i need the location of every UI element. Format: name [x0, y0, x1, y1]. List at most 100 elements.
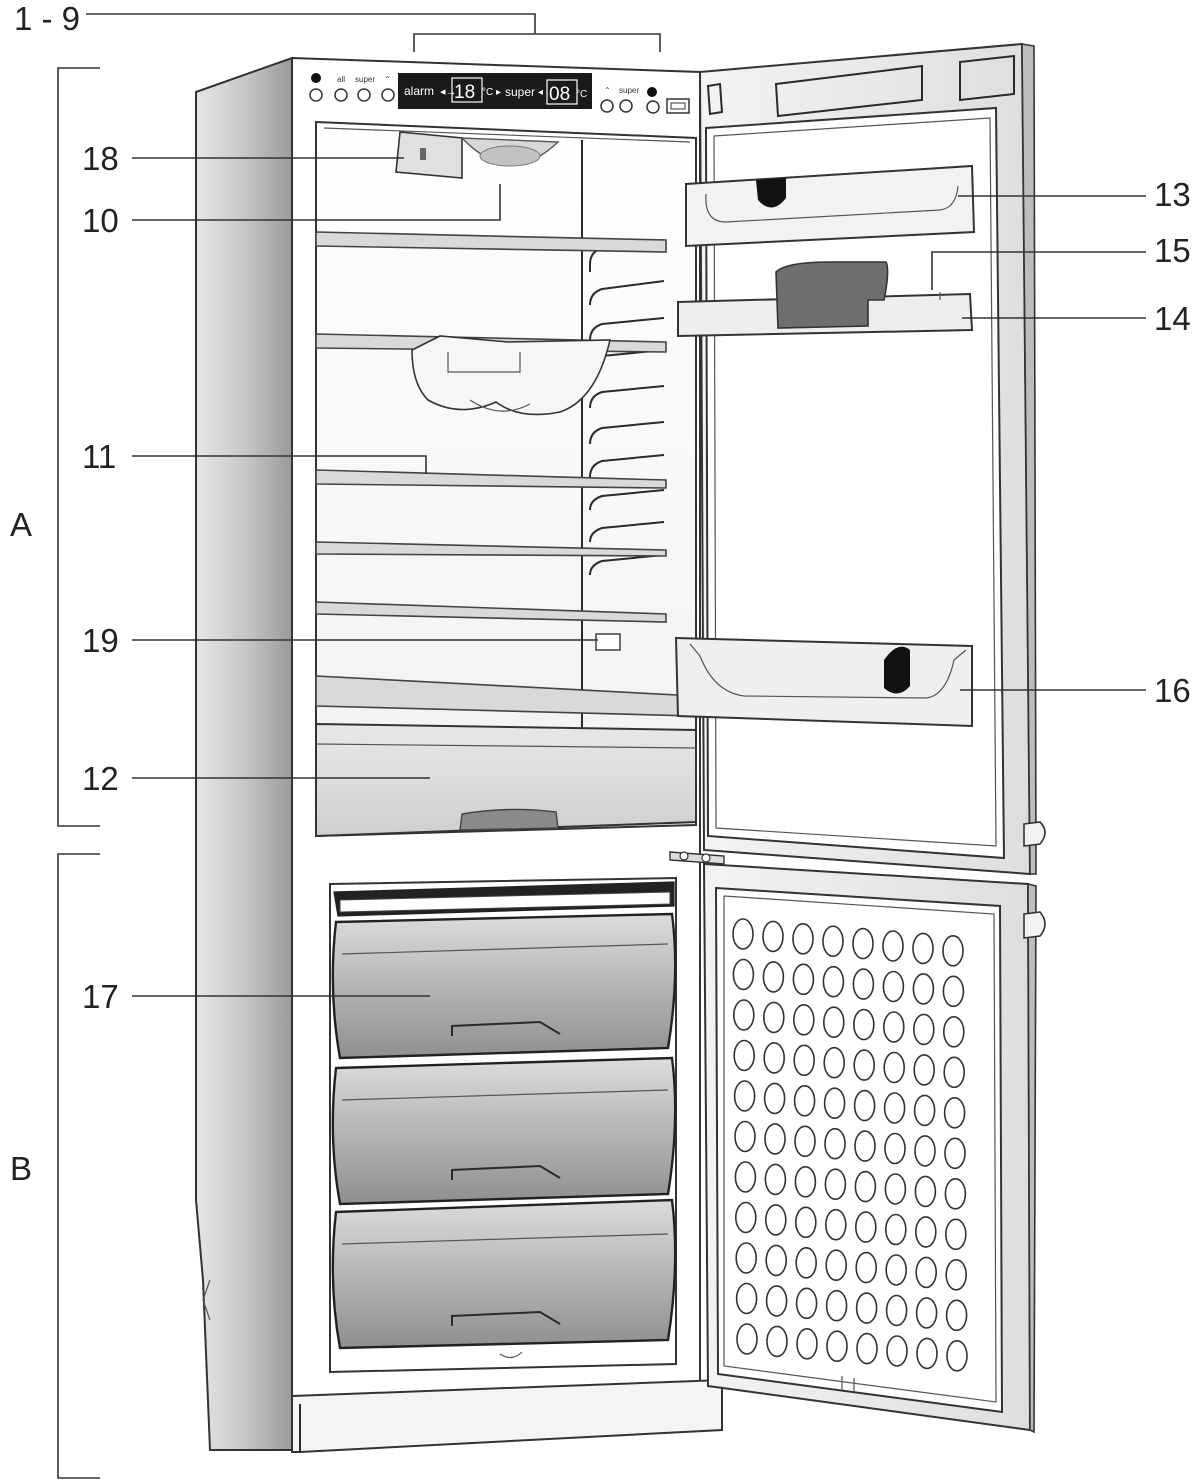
light-housing: [395, 131, 463, 179]
door-dimple: [914, 1175, 937, 1208]
callout-14: 14: [1154, 300, 1191, 337]
alarm-indicator: [666, 98, 690, 114]
glass-shelf-4: [315, 541, 667, 557]
door-dimple: [912, 1013, 935, 1046]
display-super-label: super: [505, 85, 535, 99]
callout-11: 11: [82, 438, 116, 475]
display-arrow-3: ◂: [538, 87, 543, 98]
callout-13: 13: [1154, 176, 1191, 213]
door-dimple: [853, 1049, 876, 1081]
door-dimple: [884, 1132, 906, 1165]
freezer-power-button[interactable]: [647, 87, 657, 97]
callout-10: 10: [82, 202, 119, 239]
glass-shelf-5: [315, 601, 667, 623]
callout-18: 18: [82, 140, 119, 177]
door-dimple: [795, 1247, 818, 1279]
door-dimple: [792, 922, 814, 955]
freezer-door-dimples: [732, 918, 968, 1372]
freezer-drawer-3[interactable]: [331, 1198, 677, 1350]
callout-17: 17: [82, 978, 119, 1015]
crisper-handle[interactable]: [459, 808, 559, 831]
door-dimple: [914, 1135, 936, 1167]
temperature-display: [398, 73, 592, 109]
freezer-door: [702, 862, 1046, 1434]
label-super-left: super: [355, 75, 375, 84]
door-dimple: [734, 1161, 757, 1193]
door-dimple: [824, 1168, 847, 1200]
door-dimple: [762, 920, 784, 953]
callout-1-9: 1 - 9: [14, 0, 80, 37]
light-switch[interactable]: [420, 148, 426, 160]
control-button-1[interactable]: [309, 88, 323, 102]
door-dimple: [794, 1166, 817, 1198]
door-dimple: [732, 918, 754, 950]
door-dimple: [765, 1285, 788, 1317]
callout-19: 19: [82, 622, 119, 659]
door-dimple: [732, 958, 755, 991]
cabinet-plinth: [291, 1378, 723, 1453]
door-dimple: [914, 1216, 937, 1248]
door-dimple: [764, 1123, 786, 1155]
fridge-door-knob[interactable]: [1023, 821, 1046, 847]
door-dimple: [822, 1006, 845, 1039]
freezer-compartment: [329, 876, 677, 1374]
door-dimple: [762, 1001, 785, 1034]
door-dimple: [855, 1251, 878, 1284]
door-dimple: [945, 1259, 968, 1291]
freezer-temperature: 08: [549, 84, 570, 105]
door-dimple: [825, 1249, 848, 1281]
control-button-6[interactable]: [619, 99, 633, 113]
fridge-door: [669, 42, 1046, 876]
door-dimple: [792, 963, 815, 996]
door-dimple: [855, 1292, 878, 1324]
zone-b-label: B: [10, 1150, 32, 1187]
control-button-4[interactable]: [381, 88, 395, 102]
control-button-5[interactable]: [600, 99, 614, 113]
door-dimple: [822, 925, 844, 958]
door-dimple: [942, 934, 964, 967]
door-dimple: [735, 1242, 758, 1274]
door-dimple: [733, 1080, 756, 1112]
door-shelf-16-clip: [884, 646, 910, 694]
door-dimple: [946, 1340, 968, 1372]
door-dimple: [854, 1170, 877, 1203]
glass-shelf-1: [315, 231, 667, 253]
door-dimple: [885, 1294, 908, 1327]
door-dimple: [853, 1089, 876, 1122]
crisper-drawer[interactable]: [315, 722, 697, 838]
bottle-holder: [411, 335, 612, 416]
label-all: all: [337, 75, 345, 84]
door-dimple: [916, 1337, 938, 1370]
door-dimple: [765, 1244, 788, 1277]
freezer-drawer-1-handle[interactable]: [451, 1020, 561, 1036]
door-dimple: [824, 1208, 847, 1241]
door-dimple: [852, 927, 874, 960]
door-dimple: [943, 1056, 966, 1089]
fridge-temperature: 18: [454, 82, 475, 103]
glass-shelf-3: [315, 469, 667, 489]
door-dimple: [942, 1016, 965, 1048]
control-button-7[interactable]: [646, 100, 660, 114]
freezer-drawer-3-handle[interactable]: [451, 1310, 561, 1326]
door-dimple: [944, 1178, 967, 1210]
door-shelf-13-clip: [756, 178, 786, 208]
door-dimple: [796, 1328, 818, 1360]
freezer-door-knob[interactable]: [1023, 911, 1046, 939]
control-panel: all super ⌃ alarm ◂→ 18 °C ▸ super ◂ 08 …: [309, 73, 690, 114]
control-button-3[interactable]: [357, 88, 371, 102]
door-dimple: [852, 968, 875, 1000]
control-button-2[interactable]: [334, 88, 348, 102]
door-dimple: [883, 1051, 906, 1084]
freezer-drawer-2[interactable]: [331, 1056, 677, 1206]
freezer-drawer-2-handle[interactable]: [451, 1164, 561, 1180]
door-dimple: [792, 1003, 815, 1036]
door-dimple: [912, 932, 934, 965]
bottle-divider-15: [775, 261, 889, 329]
power-button[interactable]: [311, 73, 321, 83]
door-dimple: [732, 999, 755, 1031]
door-dimple: [913, 1054, 936, 1086]
freezer-drawer-1[interactable]: [331, 912, 677, 1060]
door-dimple: [915, 1256, 938, 1289]
arrow-glyph-right: ⌃: [604, 86, 611, 95]
